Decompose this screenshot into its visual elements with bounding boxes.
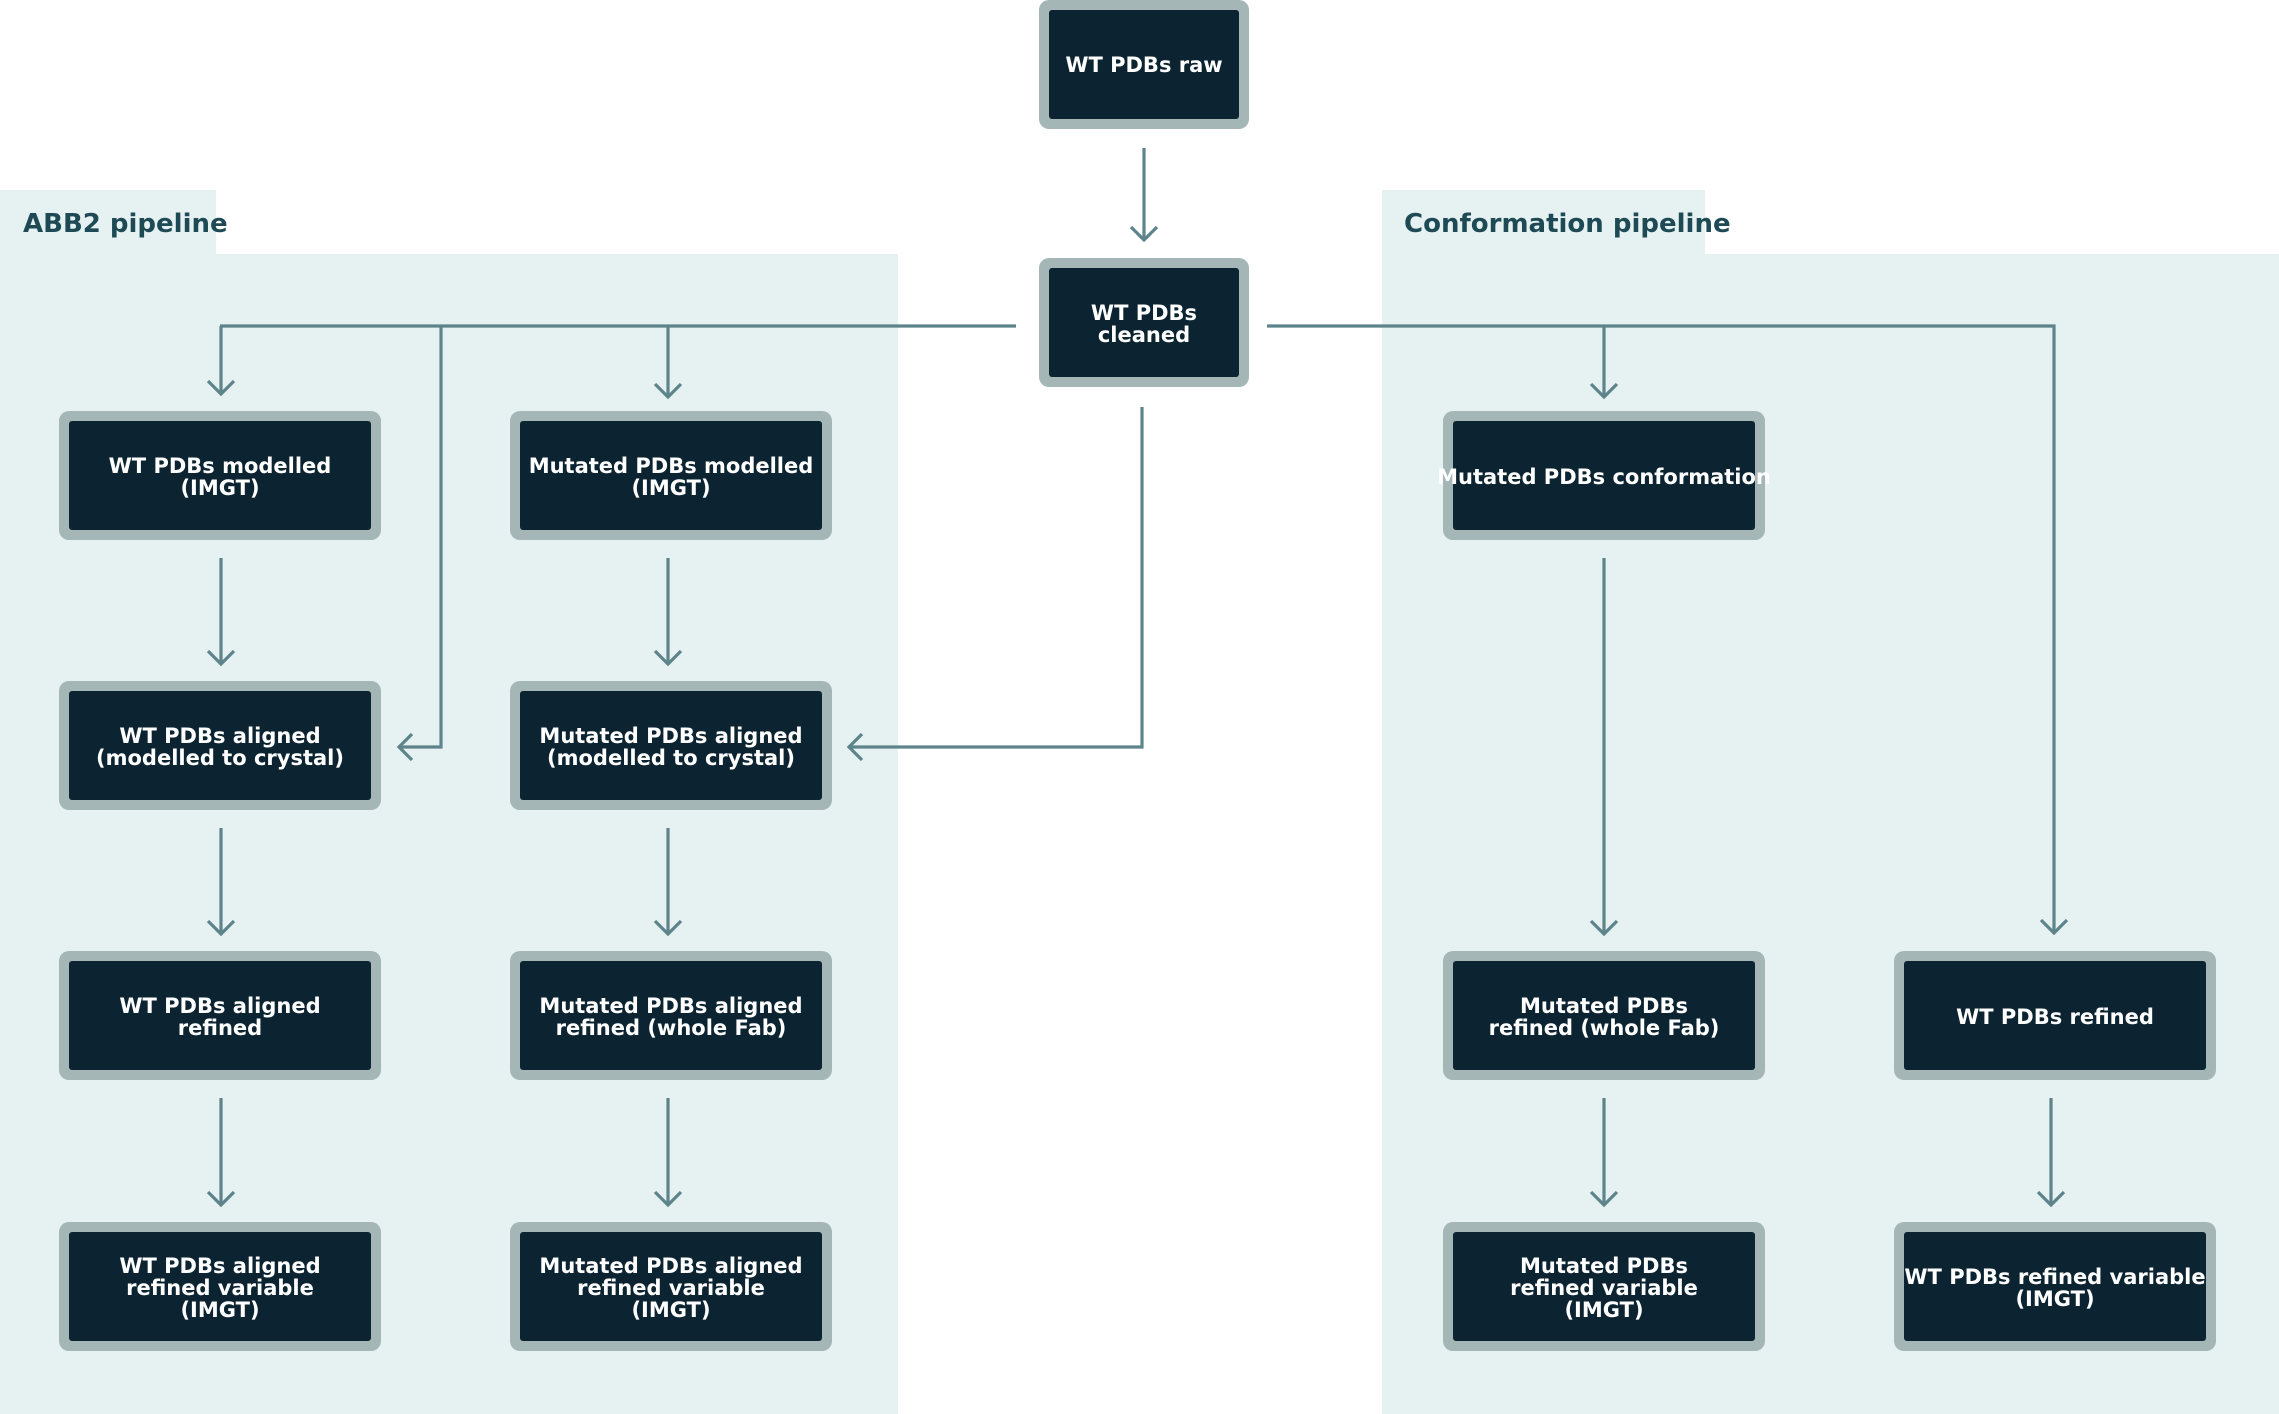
- arrowhead: [206, 1190, 236, 1208]
- node-label-line: refined (whole Fab): [1489, 1016, 1720, 1040]
- connector-cleaned-right-bus: [1267, 324, 2056, 933]
- node-label-line: WT PDBs refined variable: [1904, 1265, 2205, 1289]
- node-label-line: Mutated PDBs aligned: [539, 1254, 802, 1278]
- arrowhead: [1589, 1190, 1619, 1208]
- arrowhead: [846, 732, 864, 762]
- node-label: WT PDBs refined: [1956, 1005, 2154, 1029]
- node-label: Mutated PDBs modelled(IMGT): [529, 454, 814, 500]
- arrowhead: [1589, 382, 1619, 400]
- arrowhead: [2039, 918, 2069, 936]
- arrowhead: [1589, 919, 1619, 937]
- node-label-line: Mutated PDBs conformation: [1437, 465, 1771, 489]
- node-wt-pdbs-aligned: WT PDBs aligned(modelled to crystal): [59, 681, 381, 810]
- node-label-line: cleaned: [1098, 323, 1190, 347]
- node-label-line: (IMGT): [1564, 1298, 1643, 1322]
- arrowhead: [206, 649, 236, 667]
- node-label-line: WT PDBs aligned: [119, 1254, 320, 1278]
- node-wt-pdbs-modelled: WT PDBs modelled(IMGT): [59, 411, 381, 540]
- node-label-line: refined variable: [1510, 1276, 1698, 1300]
- node-label-line: Mutated PDBs: [1520, 1254, 1688, 1278]
- node-label-line: refined variable: [126, 1276, 314, 1300]
- node-label: WT PDBs refined variable(IMGT): [1904, 1265, 2205, 1311]
- node-label-line: Mutated PDBs: [1520, 994, 1688, 1018]
- node-label: WT PDBs raw: [1065, 53, 1222, 77]
- connector-cleaned-to-wt-aligned: [399, 326, 443, 749]
- node-label-line: refined (whole Fab): [556, 1016, 787, 1040]
- node-label-line: Mutated PDBs aligned: [539, 994, 802, 1018]
- conformation-pipeline-title: Conformation pipeline: [1404, 209, 1731, 239]
- node-label-line: Mutated PDBs aligned: [539, 724, 802, 748]
- connectors: [206, 148, 2069, 1208]
- node-label-line: WT PDBs: [1091, 301, 1197, 325]
- arrowhead: [396, 732, 414, 762]
- node-wt-pdbs-refined: WT PDBs refined: [1894, 951, 2216, 1080]
- node-label-line: Mutated PDBs modelled: [529, 454, 814, 478]
- node-wt-pdbs-raw: WT PDBs raw: [1039, 0, 1249, 129]
- node-label-line: WT PDBs modelled: [109, 454, 332, 478]
- node-label-line: (IMGT): [631, 476, 710, 500]
- node-label-line: WT PDBs aligned: [119, 994, 320, 1018]
- abb2-pipeline-title: ABB2 pipeline: [23, 209, 228, 239]
- arrowhead: [206, 919, 236, 937]
- node-label: WT PDBs aligned(modelled to crystal): [96, 724, 344, 770]
- node-label-line: refined variable: [577, 1276, 765, 1300]
- arrowhead: [206, 379, 236, 397]
- node-label-line: WT PDBs raw: [1065, 53, 1222, 77]
- node-label-line: (IMGT): [2015, 1287, 2094, 1311]
- node-label: Mutated PDBs aligned(modelled to crystal…: [539, 724, 802, 770]
- node-mutated-pdbs-modelled: Mutated PDBs modelled(IMGT): [510, 411, 832, 540]
- node-mutated-pdbs-conformation: Mutated PDBs conformation: [1437, 411, 1771, 540]
- node-label: WT PDBs modelled(IMGT): [109, 454, 332, 500]
- arrowhead: [653, 1190, 683, 1208]
- node-label: Mutated PDBs conformation: [1437, 465, 1771, 489]
- arrowhead: [653, 382, 683, 400]
- node-mutated-pdbs-aligned: Mutated PDBs aligned(modelled to crystal…: [510, 681, 832, 810]
- node-label-line: (IMGT): [180, 476, 259, 500]
- node-label-line: refined: [178, 1016, 262, 1040]
- arrowhead: [1129, 225, 1159, 243]
- node-label-line: WT PDBs refined: [1956, 1005, 2154, 1029]
- node-label-line: WT PDBs aligned: [119, 724, 320, 748]
- arrowhead: [653, 919, 683, 937]
- node-label-line: (modelled to crystal): [96, 746, 344, 770]
- arrowhead: [653, 649, 683, 667]
- node-label-line: (modelled to crystal): [547, 746, 795, 770]
- node-label-line: (IMGT): [180, 1298, 259, 1322]
- arrowhead: [2036, 1190, 2066, 1208]
- node-wt-pdbs-refined-variable: WT PDBs refined variable(IMGT): [1894, 1222, 2216, 1351]
- connector-cleaned-to-mut-aligned: [849, 407, 1144, 749]
- node-label-line: (IMGT): [631, 1298, 710, 1322]
